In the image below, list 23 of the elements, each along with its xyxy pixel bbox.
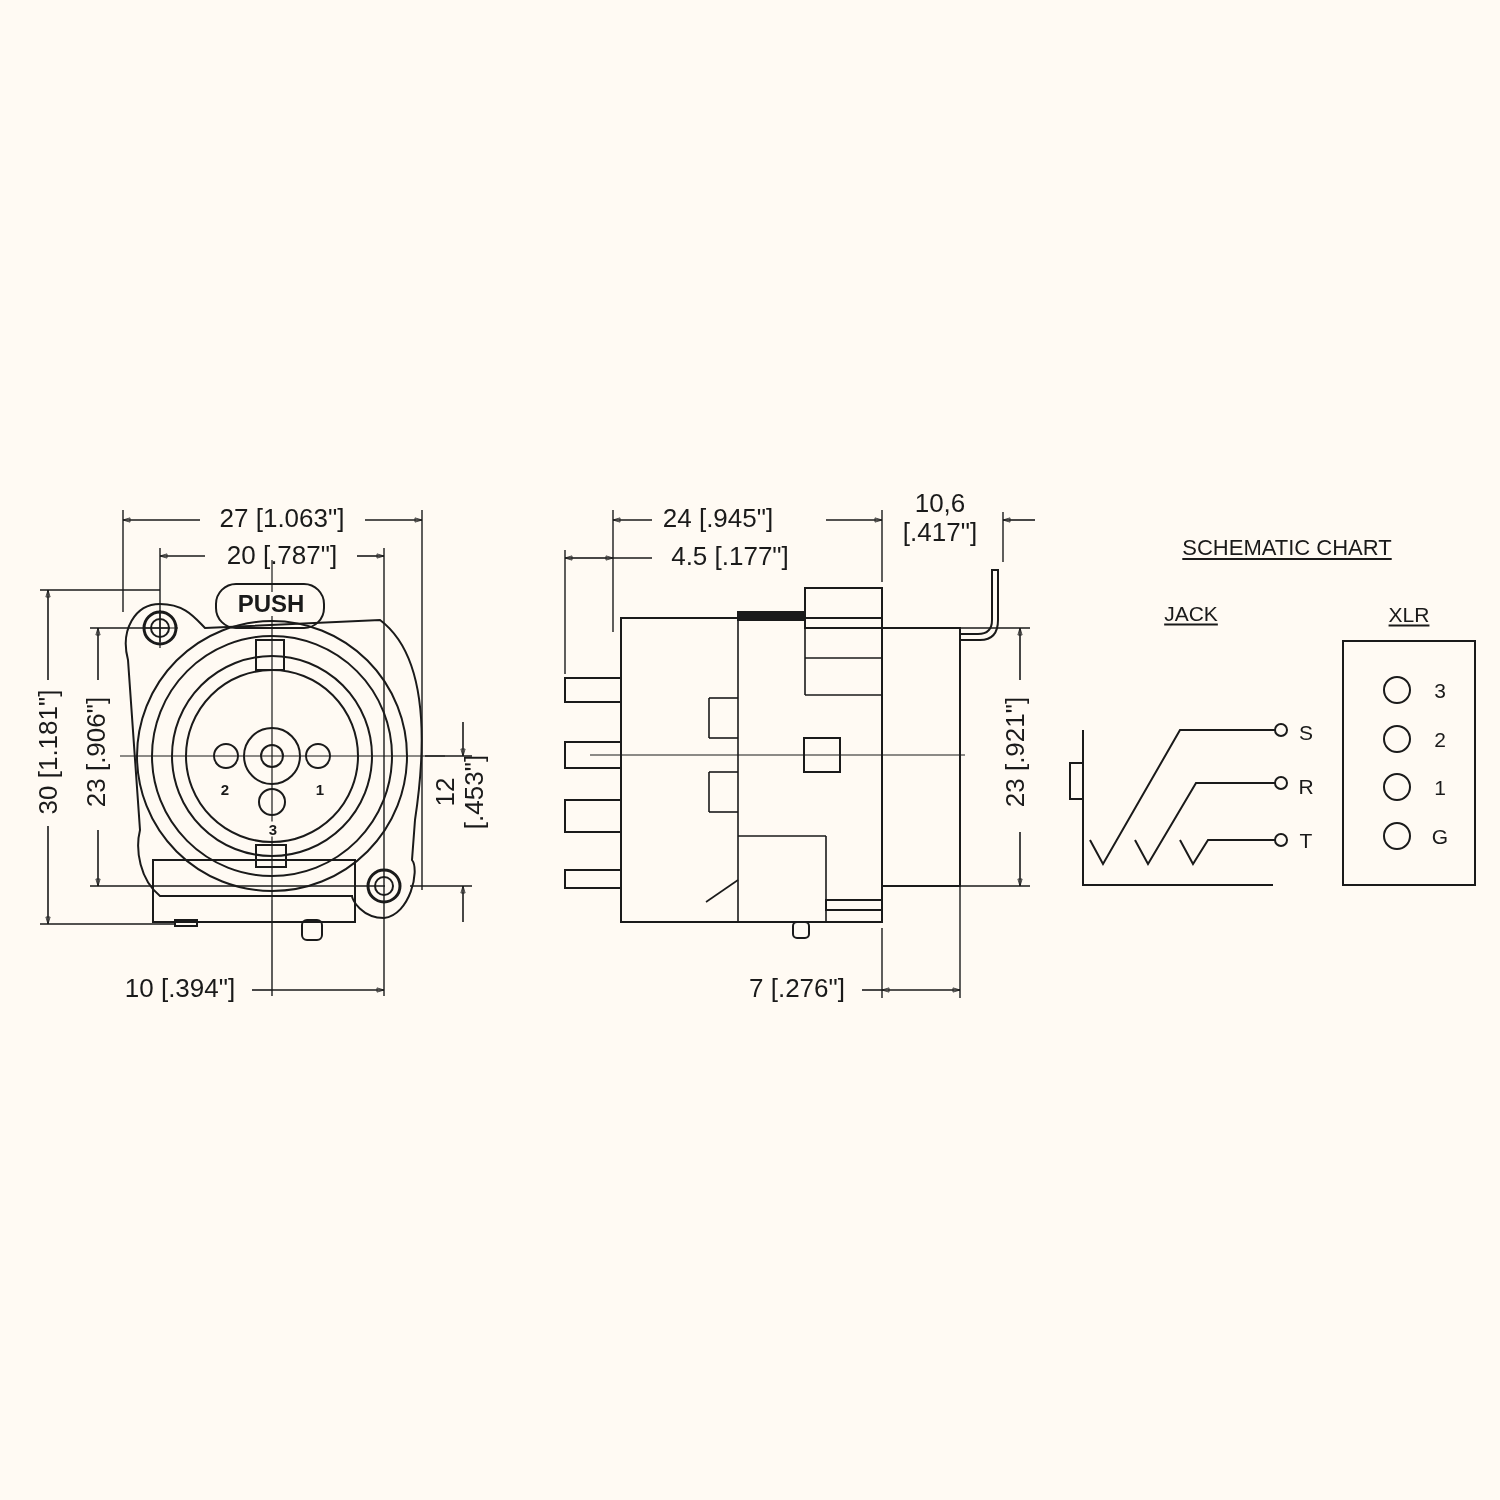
pin-label: 1 bbox=[1434, 776, 1446, 798]
dimension-label: 23 [.921"] bbox=[1002, 696, 1028, 808]
pin-label: 3 bbox=[1434, 679, 1446, 701]
dimension-label: 20 [.787"] bbox=[226, 542, 338, 568]
dimension-label: 24 [.945"] bbox=[662, 505, 774, 531]
push-label: PUSH bbox=[237, 592, 305, 616]
dimension-label: 30 [1.181"] bbox=[35, 689, 61, 815]
dimension-label: 10 [.394"] bbox=[124, 975, 236, 1001]
dimension-label: 27 [1.063"] bbox=[219, 505, 345, 531]
dimension-label: 10,6 [.417"] bbox=[901, 489, 979, 547]
section-heading: JACK bbox=[1164, 602, 1218, 624]
pin-label: G bbox=[1431, 825, 1449, 846]
dimension-label: 23 [.906"] bbox=[83, 696, 109, 808]
dimension-label: 4.5 [.177"] bbox=[671, 543, 789, 569]
chart-title: SCHEMATIC CHART bbox=[1182, 537, 1392, 559]
pin-label: 2 bbox=[1434, 728, 1446, 749]
terminal-label: T bbox=[1299, 829, 1313, 851]
terminal-label: R bbox=[1298, 775, 1314, 797]
dimension-label: 12 [.453"] bbox=[431, 753, 489, 832]
dimension-label: 7 [.276"] bbox=[749, 975, 845, 1001]
pin-number: 3 bbox=[268, 821, 278, 837]
terminal-label: S bbox=[1299, 721, 1313, 743]
section-heading: XLR bbox=[1388, 603, 1430, 625]
